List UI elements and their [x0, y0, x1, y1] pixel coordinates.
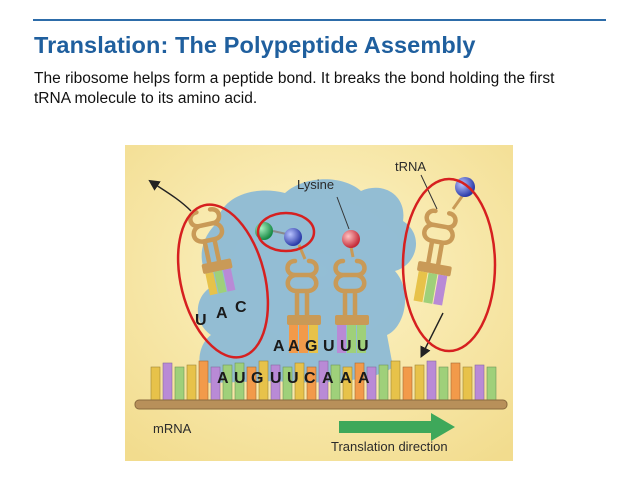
anticodon-site-a: A A G: [273, 338, 317, 355]
svg-text:G: G: [305, 338, 317, 355]
amino-stem-c: [451, 194, 465, 210]
svg-text:C: C: [235, 299, 247, 316]
entry-arrow: [420, 312, 444, 359]
svg-text:U: U: [340, 338, 352, 355]
lysine-pointer: [336, 196, 350, 230]
release-arrow: [148, 179, 192, 212]
svg-text:A: A: [216, 305, 228, 322]
top-rule: [33, 19, 606, 21]
amino-acid-blue: [284, 228, 302, 246]
slide-title: Translation: The Polypeptide Assembly: [34, 32, 476, 58]
label-mrna: mRNA: [153, 421, 192, 436]
highlight-ellipse-peptide-bond: [256, 211, 316, 253]
trna-site-a: [285, 258, 321, 353]
mrna-codons: A U G U U C A A A: [217, 370, 370, 387]
trna-incoming: [413, 208, 458, 306]
svg-text:U: U: [195, 312, 207, 329]
highlight-ellipse-leaving-trna: [176, 203, 270, 359]
translation-direction-arrow: [339, 413, 455, 441]
trna-leaving: [188, 207, 236, 296]
svg-text:C: C: [304, 370, 316, 387]
anticodon-leaving: U A C: [195, 299, 247, 329]
trna-pointer: [420, 174, 438, 210]
svg-text:U: U: [323, 338, 335, 355]
svg-text:A: A: [273, 338, 285, 355]
slide-body-text: The ribosome helps form a peptide bond. …: [34, 70, 555, 107]
svg-text:U: U: [287, 370, 299, 387]
translation-figure: Lysine tRNA mRNA Translation direction U…: [125, 145, 513, 461]
label-translation-direction: Translation direction: [331, 439, 448, 454]
svg-text:A: A: [340, 370, 352, 387]
trna-site-b: [333, 258, 369, 353]
highlight-ellipse-incoming-trna: [401, 177, 497, 353]
svg-text:A: A: [322, 370, 334, 387]
svg-text:G: G: [251, 370, 263, 387]
translation-diagram: Lysine tRNA mRNA Translation direction U…: [125, 145, 513, 461]
amino-stem-b: [349, 246, 355, 258]
svg-text:A: A: [358, 370, 370, 387]
svg-text:A: A: [288, 338, 300, 355]
svg-text:U: U: [357, 338, 369, 355]
svg-text:U: U: [234, 370, 246, 387]
svg-text:A: A: [217, 370, 229, 387]
label-lysine: Lysine: [297, 177, 334, 192]
svg-text:U: U: [270, 370, 282, 387]
amino-acid-lysine: [342, 230, 360, 248]
anticodon-site-b: U U U: [323, 338, 369, 355]
mrna-backbone: [134, 399, 508, 410]
label-trna: tRNA: [395, 159, 426, 174]
